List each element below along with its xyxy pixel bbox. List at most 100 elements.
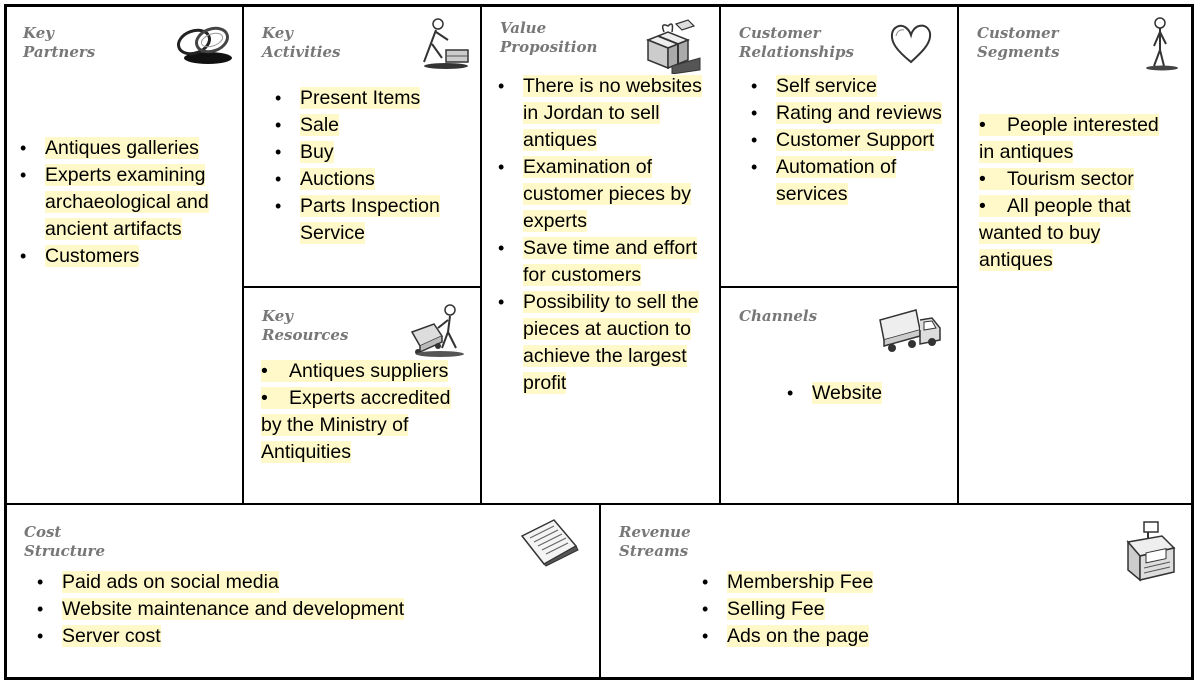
divider-relationships-channels (720, 286, 958, 288)
list-item: Website maintenance and development (34, 596, 574, 623)
cash-register-icon (1126, 521, 1176, 582)
heart-icon (890, 24, 932, 64)
divider-value-relationships (719, 6, 721, 504)
customer-segments-list: •People interested in antiques •Tourism … (979, 112, 1179, 274)
list-item-text: Buy (300, 141, 334, 163)
title-line: Resources (262, 326, 349, 344)
title-line: Cost (24, 523, 62, 541)
channels-title: Channels (739, 307, 817, 326)
list-item: Experts examining archaeological and anc… (17, 162, 232, 243)
title-line: Structure (24, 542, 105, 560)
list-item-text: All people that wanted to buy antiques (979, 195, 1131, 271)
list-item-text: Examination of customer pieces by expert… (523, 156, 691, 232)
list-item-text: Customer Support (776, 129, 935, 151)
revenue-streams-list: Membership Fee Selling Fee Ads on the pa… (699, 569, 1099, 650)
forklift-icon (410, 304, 464, 357)
list-item-text: Possibility to sell the pieces at auctio… (523, 291, 699, 394)
list-item: Customer Support (748, 127, 953, 154)
list-item: Sale (272, 112, 472, 139)
bullet: • (261, 360, 268, 382)
divider-activities-resources (243, 286, 481, 288)
key-activities-list: Present Items Sale Buy Auctions Parts In… (272, 85, 472, 247)
list-item: Server cost (34, 623, 574, 650)
title-line: Key (23, 24, 54, 42)
worker-icon (423, 18, 469, 69)
list-item: •All people that wanted to buy antiques (979, 193, 1179, 274)
list-item-text: Paid ads on social media (62, 571, 279, 593)
channels-list: Website (784, 380, 944, 407)
list-item-text: Selling Fee (727, 598, 825, 620)
value-proposition-list: There is no websites in Jordan to sell a… (495, 73, 715, 397)
revenue-streams-title: Revenue Streams (619, 523, 691, 561)
delivery-truck-icon (879, 309, 941, 352)
list-item: •Experts accredited by the Ministry of A… (261, 385, 471, 466)
bullet: • (979, 168, 986, 190)
divider-cost-revenue (599, 503, 601, 679)
title-line: Relationships (739, 43, 854, 61)
list-item-text: Save time and effort for customers (523, 237, 698, 286)
list-item-text: Automation of services (776, 156, 897, 205)
list-item: Antiques galleries (17, 135, 232, 162)
list-item-text: Parts Inspection Service (300, 195, 440, 244)
list-item: Examination of customer pieces by expert… (495, 154, 715, 235)
list-item: Selling Fee (699, 596, 1099, 623)
list-item-text: Rating and reviews (776, 102, 942, 124)
list-item: Possibility to sell the pieces at auctio… (495, 289, 715, 397)
divider-relationships-segments (957, 6, 959, 504)
list-item-text: Experts accredited by the Ministry of An… (261, 387, 451, 463)
title-line: Activities (262, 43, 341, 61)
list-item: Membership Fee (699, 569, 1099, 596)
list-item: Rating and reviews (748, 100, 953, 127)
list-item-text: Ads on the page (727, 625, 870, 647)
list-item: Save time and effort for customers (495, 235, 715, 289)
list-item: Automation of services (748, 154, 953, 208)
title-line: Key (262, 24, 293, 42)
list-item-text: Self service (776, 75, 877, 97)
list-item: • Antiques suppliers (261, 358, 471, 385)
list-item-text: Experts examining archaeological and anc… (45, 164, 209, 240)
list-item: Paid ads on social media (34, 569, 574, 596)
title-line: Customer (739, 24, 821, 42)
list-item: • Tourism sector (979, 166, 1179, 193)
list-item-text: Sale (300, 114, 340, 136)
list-item-text: Present Items (300, 87, 421, 109)
list-item: Ads on the page (699, 623, 1099, 650)
key-partners-title: Key Partners (23, 24, 95, 62)
title-line: Proposition (500, 38, 598, 56)
customer-segments-title: Customer Segments (977, 24, 1060, 62)
key-resources-title: Key Resources (262, 307, 348, 345)
title-line: Channels (739, 307, 818, 325)
list-item-text: Antiques suppliers (289, 360, 449, 382)
list-item-text: Membership Fee (727, 571, 874, 593)
list-item-text: Website maintenance and development (62, 598, 405, 620)
list-item-text: Tourism sector (1007, 168, 1134, 190)
list-item: Buy (272, 139, 472, 166)
key-resources-list: •Antiques suppliers •Experts accredited … (261, 358, 471, 466)
receipt-icon (520, 519, 579, 567)
list-item: Website (784, 380, 944, 407)
list-item-text: Website (812, 382, 883, 404)
key-activities-title: Key Activities (262, 24, 340, 62)
list-item-text: Antiques galleries (45, 137, 199, 159)
title-line: Streams (619, 542, 689, 560)
bullet: • (261, 387, 268, 409)
list-item: Self service (748, 73, 953, 100)
list-item: •People interested in antiques (979, 112, 1179, 166)
list-item-text: People interested in antiques (979, 114, 1159, 163)
list-item: There is no websites in Jordan to sell a… (495, 73, 715, 154)
bullet: • (979, 195, 986, 217)
standing-person-icon (1146, 17, 1178, 71)
chain-links-icon (177, 26, 232, 64)
title-line: Segments (977, 43, 1060, 61)
value-proposition-title: Value Proposition (500, 19, 597, 57)
divider-partners-activities (242, 6, 244, 504)
cost-structure-list: Paid ads on social media Website mainten… (34, 569, 574, 650)
title-line: Partners (23, 43, 96, 61)
list-item-text: Auctions (300, 168, 375, 190)
title-line: Key (262, 307, 293, 325)
list-item-text: Customers (45, 245, 140, 267)
list-item: Parts Inspection Service (272, 193, 472, 247)
list-item-text: Server cost (62, 625, 161, 647)
list-item: Auctions (272, 166, 472, 193)
